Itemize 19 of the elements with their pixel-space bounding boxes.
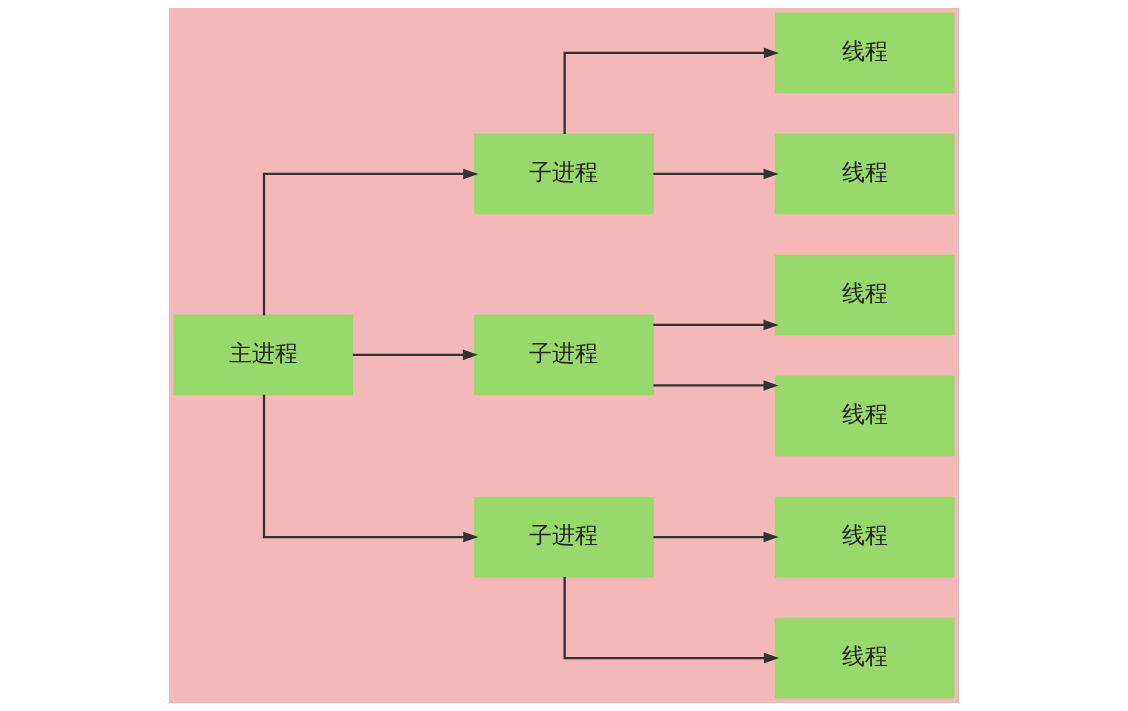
node-box: 线程: [774, 133, 955, 215]
node-box: 线程: [774, 617, 955, 699]
arrow: [352, 349, 478, 361]
node-box: 子进程: [474, 314, 654, 396]
arrow: [262, 394, 479, 543]
arrow: [262, 168, 479, 316]
node-box: 子进程: [474, 496, 654, 578]
node-box: 线程: [774, 496, 955, 578]
arrow: [563, 47, 779, 134]
node-box: 线程: [774, 375, 955, 457]
node-box: 线程: [774, 254, 955, 336]
node-box: 线程: [774, 12, 955, 94]
arrow: [653, 319, 779, 331]
node-box: 主进程: [173, 314, 354, 396]
node-box: 子进程: [474, 133, 654, 215]
arrow: [653, 168, 779, 180]
arrow: [653, 531, 779, 543]
arrow: [653, 380, 779, 391]
arrow: [563, 577, 779, 664]
